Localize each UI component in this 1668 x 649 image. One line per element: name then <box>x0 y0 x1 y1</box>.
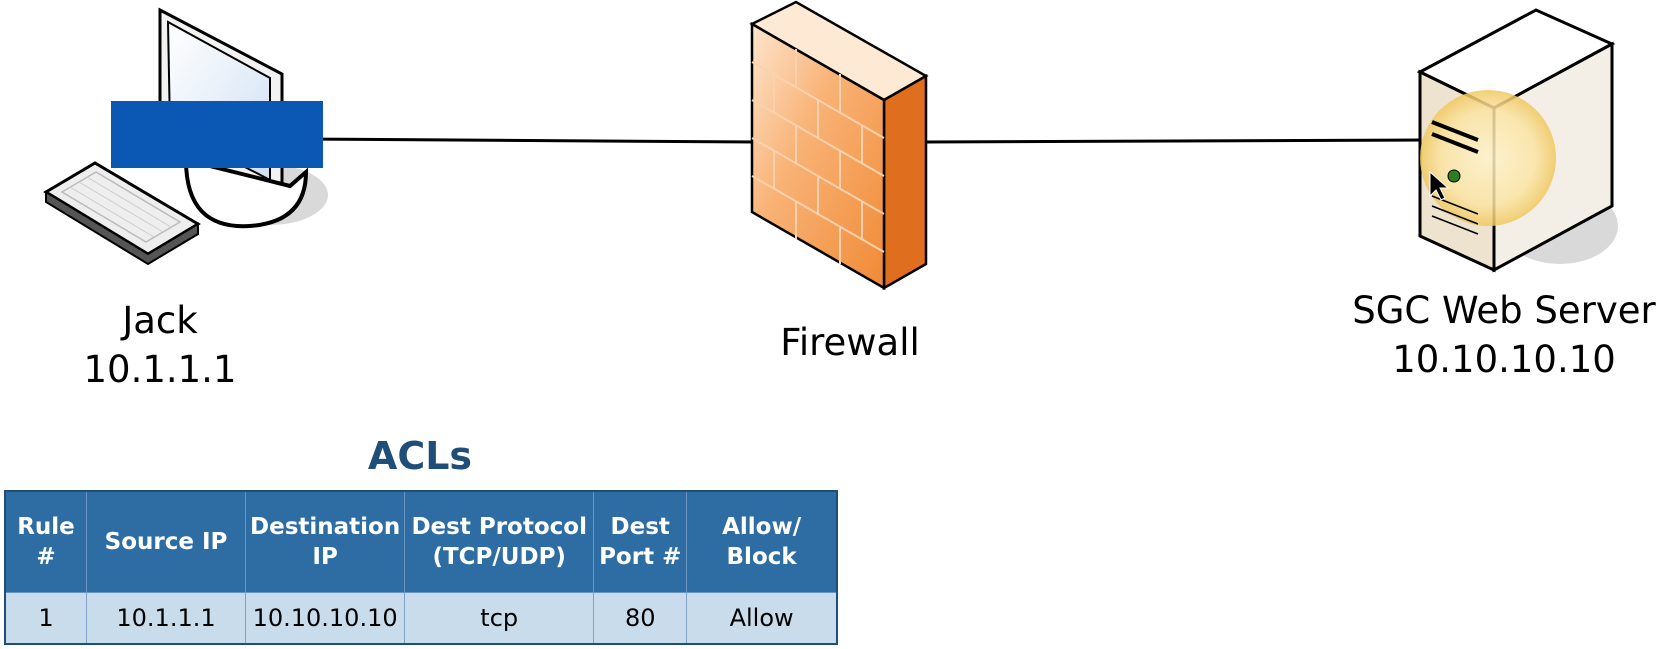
header-rule: Rule # <box>4 490 87 593</box>
header-rule-line2: # <box>36 544 56 570</box>
header-dest-protocol-line2: (TCP/UDP) <box>432 544 566 570</box>
client-ip: 10.1.1.1 <box>83 348 237 392</box>
header-dest-port-line1: Dest <box>610 513 670 540</box>
header-allow-block: Allow/ Block <box>686 490 839 593</box>
header-destination-ip: Destination IP <box>244 490 406 593</box>
header-dest-protocol: Dest Protocol (TCP/UDP) <box>404 490 595 593</box>
header-source-ip: Source IP <box>86 490 246 593</box>
cell-allow-block: Allow <box>686 592 839 645</box>
header-source-ip-line1: Source IP <box>104 528 228 555</box>
acl-title: ACLs <box>367 434 473 478</box>
table-row: 1 10.1.1.1 10.10.10.10 tcp 80 Allow <box>4 592 839 645</box>
header-allow-block-line2: Block <box>726 544 797 570</box>
header-rule-line1: Rule <box>17 513 75 540</box>
link-client-firewall <box>299 137 757 144</box>
mouse-cursor-icon <box>1429 170 1450 201</box>
server-label: SGC Web Server 10.10.10.10 <box>1340 286 1668 384</box>
firewall-name: Firewall <box>780 321 920 364</box>
header-allow-block-line1: Allow/ <box>722 513 802 540</box>
cell-destination-ip: 10.10.10.10 <box>244 592 406 645</box>
client-name: Jack <box>122 299 198 342</box>
header-destination-ip-line2: IP <box>312 544 338 570</box>
server-name: SGC Web Server <box>1352 289 1656 332</box>
cell-dest-port: 80 <box>593 592 688 645</box>
header-destination-ip-line1: Destination <box>250 513 401 540</box>
client-label: Jack 10.1.1.1 <box>60 296 260 394</box>
cell-rule: 1 <box>4 592 87 645</box>
keyboard-icon <box>43 161 201 266</box>
firewall-label: Firewall <box>740 318 960 367</box>
header-dest-port: Dest Port # <box>593 490 688 593</box>
header-dest-protocol-line1: Dest Protocol <box>411 513 587 540</box>
redaction-box <box>111 101 323 168</box>
cell-dest-protocol: tcp <box>404 592 595 645</box>
link-firewall-server <box>925 138 1425 144</box>
cell-source-ip: 10.1.1.1 <box>86 592 246 645</box>
header-dest-port-line2: Port # <box>599 544 682 570</box>
acl-header-row: Rule # Source IP Destination IP Dest Pro… <box>4 490 839 593</box>
server-ip: 10.10.10.10 <box>1392 338 1616 382</box>
firewall-brick-icon <box>749 0 929 291</box>
acl-table: Rule # Source IP Destination IP Dest Pro… <box>4 490 839 645</box>
server-tower-icon <box>1416 8 1618 273</box>
